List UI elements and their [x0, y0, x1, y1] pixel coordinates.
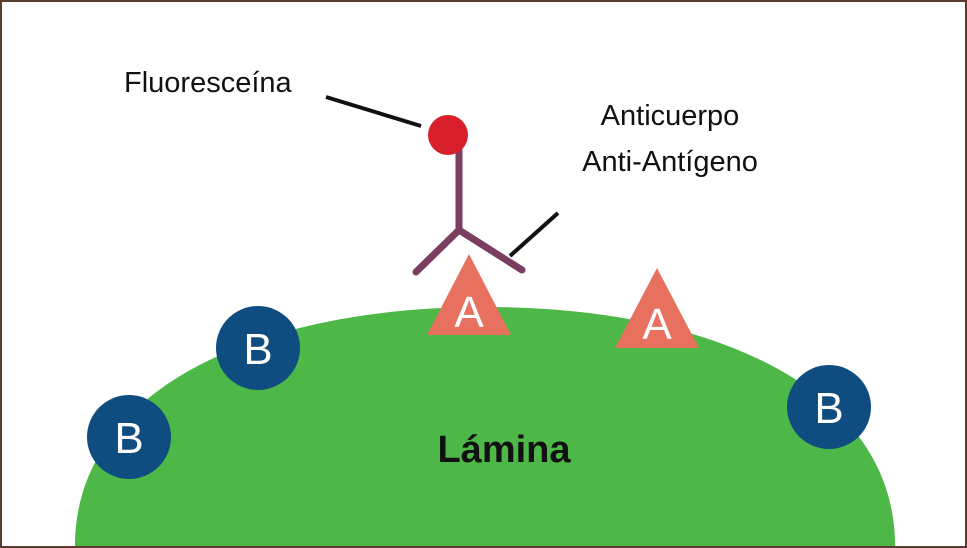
marker-b-3 — [787, 365, 871, 449]
marker-b-2 — [87, 395, 171, 479]
fluorescein-dot — [428, 115, 468, 155]
antigen-a-left-label: A — [454, 288, 484, 337]
antigen-a-right — [615, 268, 699, 348]
fluorescein-pointer-line — [325, 95, 422, 128]
marker-b-3-label: B — [814, 384, 843, 433]
antibody-label-line2: Anti-Antígeno — [582, 146, 758, 178]
lamina-label: Lámina — [437, 429, 571, 471]
marker-b-1 — [216, 306, 300, 390]
fluorescein-label: Fluoresceína — [124, 67, 293, 99]
lamina-shape — [75, 307, 895, 546]
antibody-label-line1: Anticuerpo — [601, 100, 740, 132]
antigen-a-right-label: A — [642, 300, 672, 349]
marker-b-1-label: B — [243, 325, 272, 374]
antigen-a-left — [427, 254, 511, 335]
marker-b-2-label: B — [114, 414, 143, 463]
antibody-pointer-line — [508, 211, 560, 258]
antibody-shape — [412, 146, 526, 276]
